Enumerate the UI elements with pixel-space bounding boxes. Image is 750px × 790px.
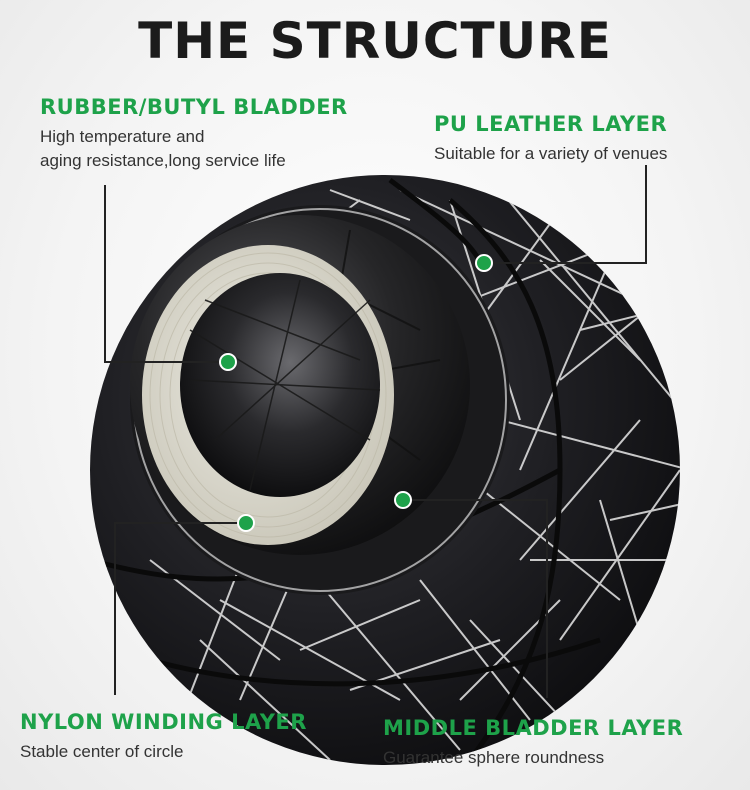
middle-bladder-heading: MIDDLE BLADDER LAYER (383, 716, 684, 740)
middle-bladder-description: Guarantee sphere roundness (383, 748, 605, 767)
nylon-winding-heading: NYLON WINDING LAYER (20, 710, 307, 734)
middle-bladder-pointer-dot-icon (394, 491, 412, 509)
leader-lines (104, 165, 647, 698)
nylon-winding-description: Stable center of circle (20, 742, 184, 761)
middle-bladder-label: MIDDLE BLADDER LAYER Guarantee sphere ro… (383, 716, 683, 770)
page-title: THE STRUCTURE (138, 12, 612, 70)
rubber-bladder-description-line-2: aging resistance,long service life (40, 151, 286, 170)
rubber-bladder-description-line-1: High temperature and (40, 127, 205, 146)
pu-leather-description: Suitable for a variety of venues (434, 144, 668, 163)
rubber-bladder-heading: RUBBER/BUTYL BLADDER (40, 95, 348, 119)
rubber-bladder-label: RUBBER/BUTYL BLADDER High temperature an… (40, 95, 348, 173)
pu-leather-pointer-dot-icon (475, 254, 493, 272)
pu-leather-label: PU LEATHER LAYER Suitable for a variety … (434, 112, 667, 166)
pu-leather-heading: PU LEATHER LAYER (434, 112, 668, 136)
rubber-bladder-pointer-dot-icon (219, 353, 237, 371)
nylon-winding-pointer-dot-icon (237, 514, 255, 532)
nylon-winding-label: NYLON WINDING LAYER Stable center of cir… (20, 710, 307, 764)
